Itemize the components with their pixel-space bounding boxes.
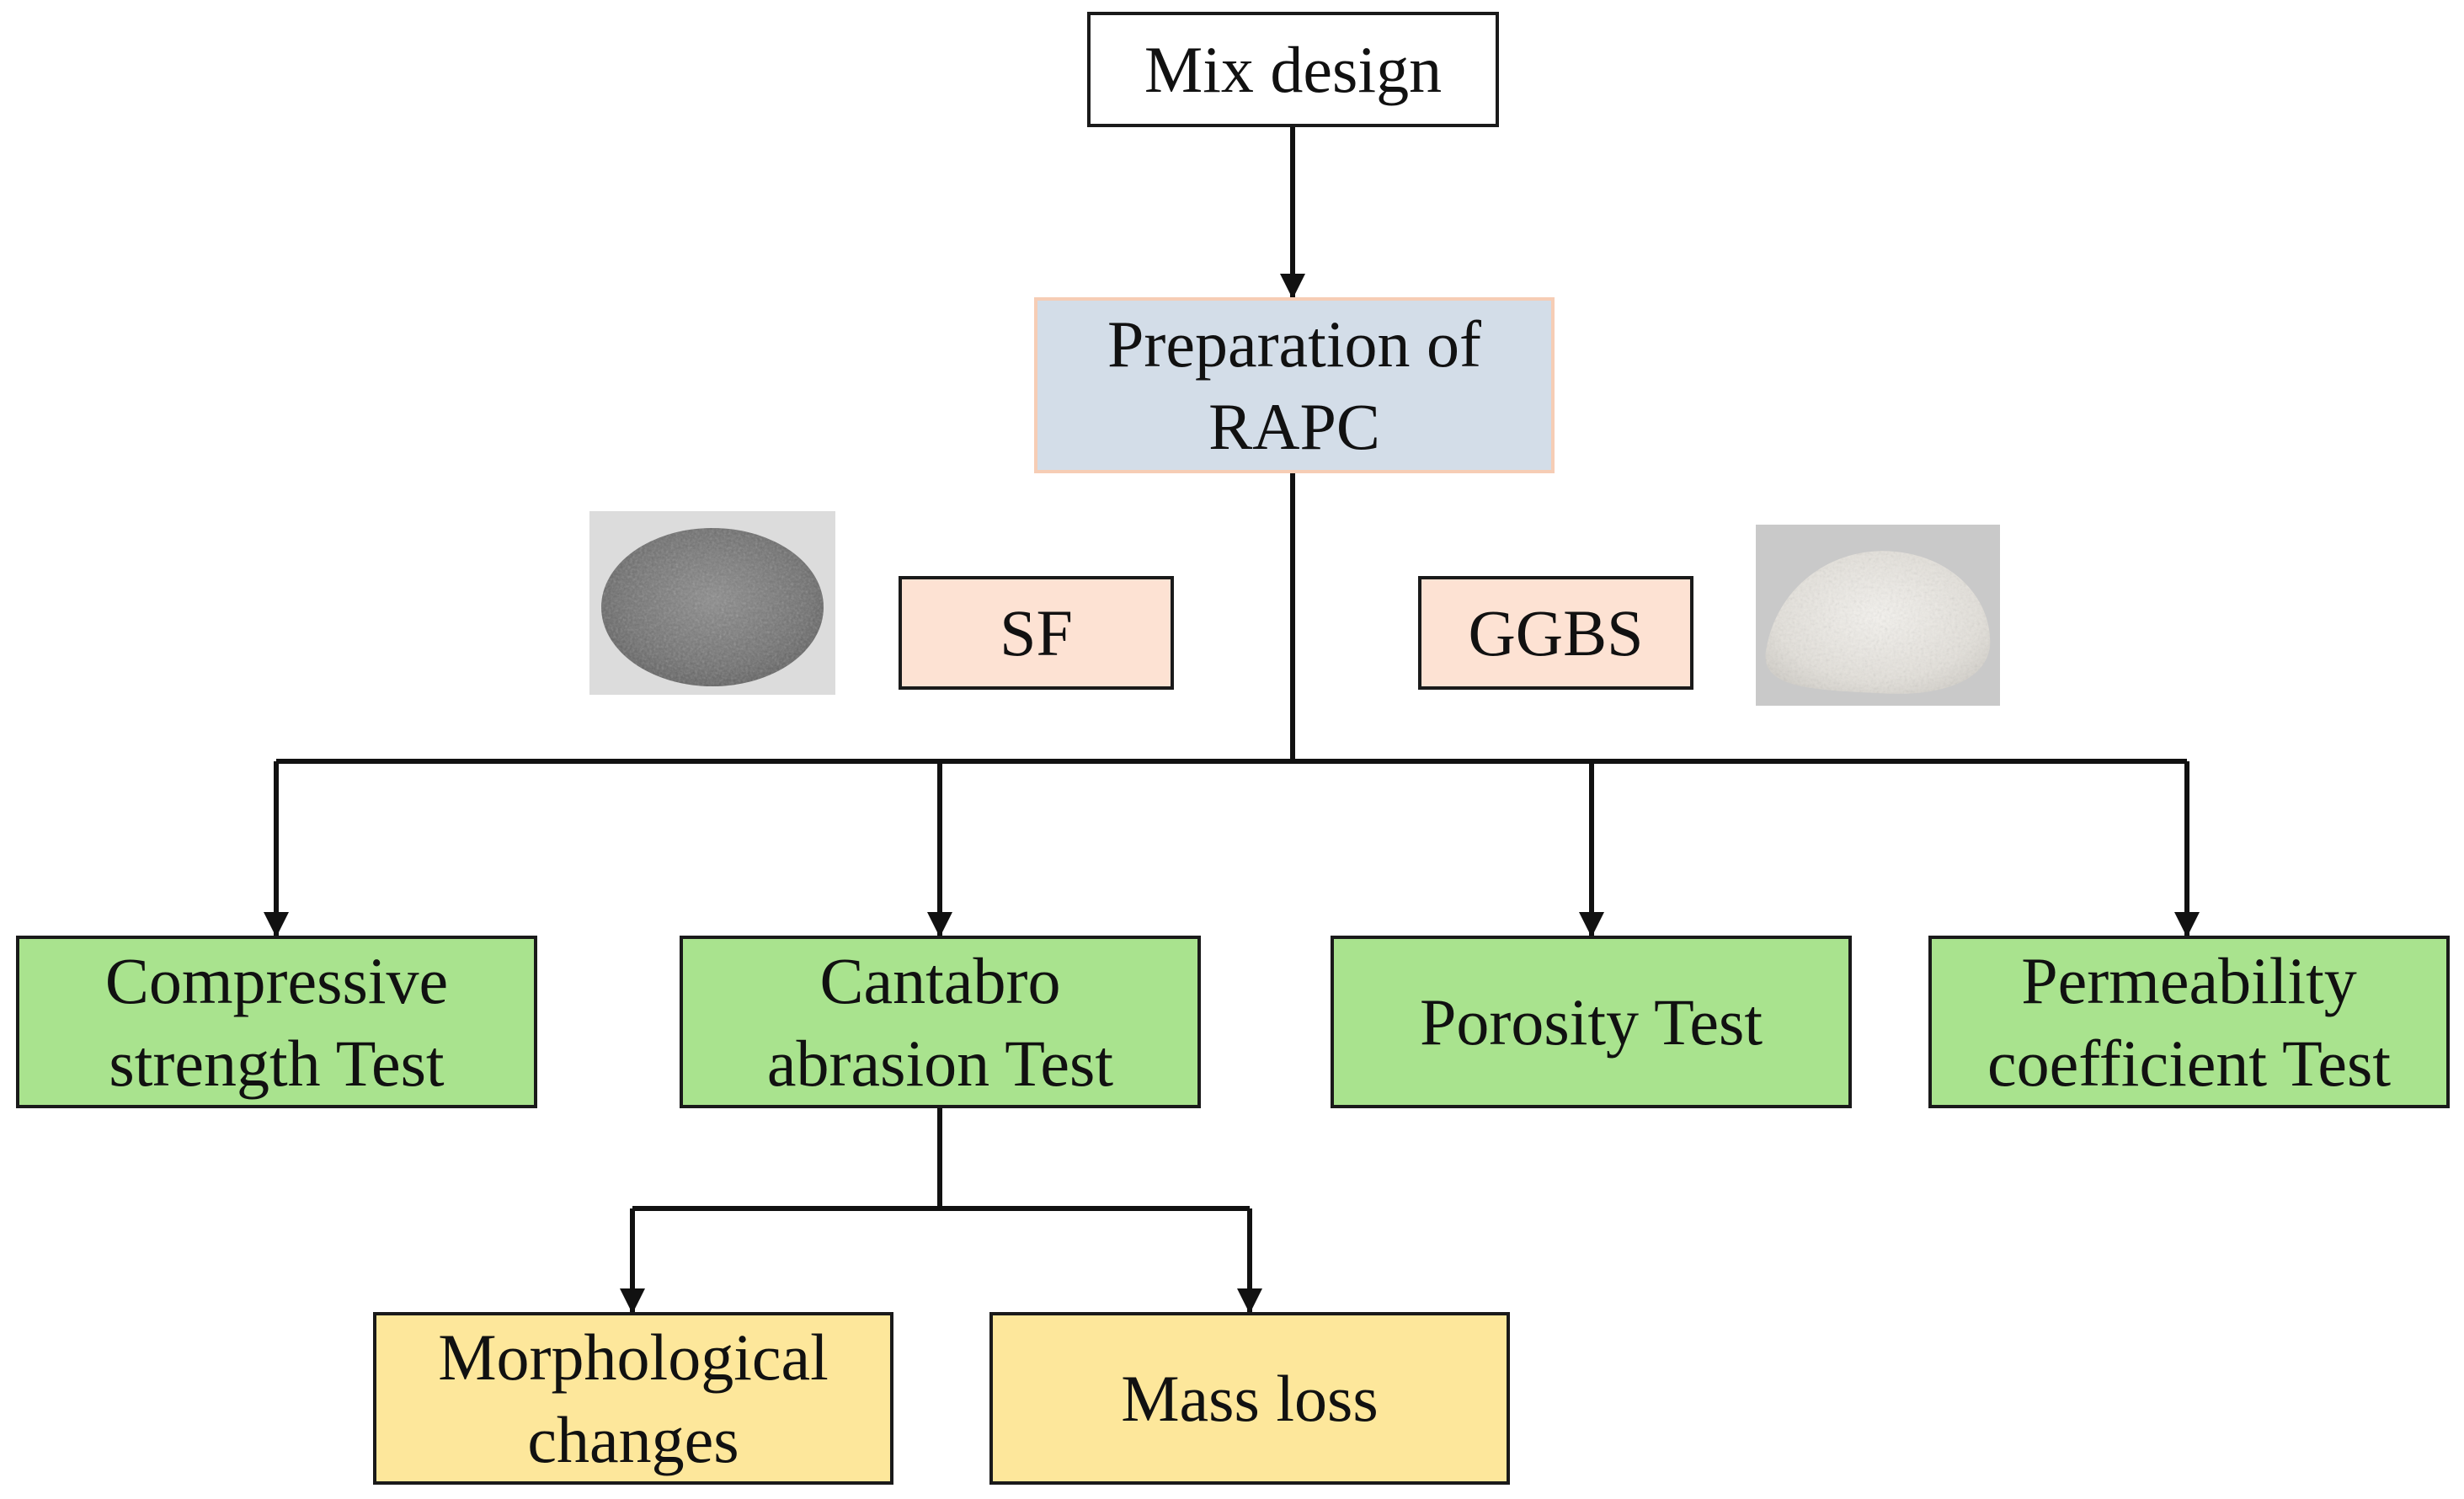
morphological-label-line1: Morphological (438, 1320, 829, 1394)
morphological-label-line2: changes (527, 1402, 739, 1476)
preparation-label-line2: RAPC (1208, 389, 1380, 463)
permeability-label-line2: coefficient Test (1987, 1026, 2391, 1100)
mass-loss-label: Mass loss (1121, 1361, 1379, 1435)
cantabro-abrasion-test-box: Cantabro abrasion Test (680, 936, 1201, 1108)
sf-label: SF (1000, 595, 1073, 669)
morphological-changes-box: Morphological changes (373, 1312, 893, 1485)
mix-design-label: Mix design (1144, 32, 1443, 106)
porosity-label: Porosity Test (1420, 984, 1763, 1059)
ggbs-label: GGBS (1468, 595, 1644, 669)
mix-design-box: Mix design (1087, 12, 1499, 127)
sf-box: SF (899, 576, 1174, 690)
ggbs-powder-photo (1756, 525, 2000, 706)
porosity-test-box: Porosity Test (1331, 936, 1852, 1108)
preparation-box: Preparation of RAPC (1034, 297, 1555, 473)
ggbs-box: GGBS (1418, 576, 1693, 690)
compressive-strength-test-box: Compressive strength Test (16, 936, 537, 1108)
cantabro-label-line2: abrasion Test (766, 1026, 1114, 1100)
permeability-coefficient-test-box: Permeability coefficient Test (1928, 936, 2450, 1108)
permeability-label-line1: Permeability (2021, 944, 2357, 1017)
preparation-label-line1: Preparation of (1107, 307, 1481, 381)
compressive-label-line2: strength Test (109, 1026, 445, 1100)
compressive-label-line1: Compressive (104, 944, 449, 1017)
cantabro-label-line1: Cantabro (819, 944, 1061, 1017)
mass-loss-box: Mass loss (989, 1312, 1510, 1485)
sf-powder-photo (589, 511, 835, 695)
